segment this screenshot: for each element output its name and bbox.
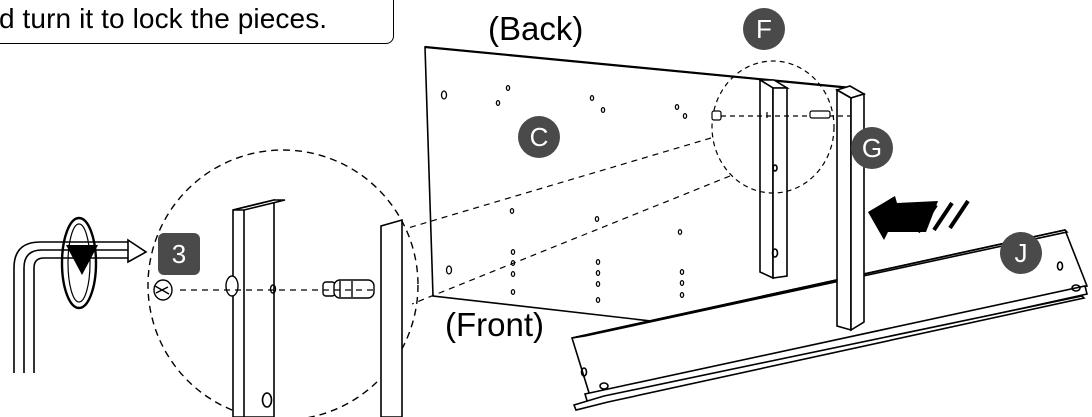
detail-callout-small bbox=[711, 60, 850, 194]
callout-dowel bbox=[225, 275, 375, 299]
part-badge-j: J bbox=[1000, 232, 1042, 274]
rail-f bbox=[757, 78, 790, 280]
step-badge: 3 bbox=[158, 233, 200, 275]
callout-panels bbox=[232, 198, 403, 417]
small-fittings bbox=[711, 110, 831, 121]
panel-c-holes bbox=[440, 84, 688, 304]
detail-callout-large bbox=[147, 149, 419, 417]
part-badge-g: G bbox=[851, 127, 893, 169]
front-label: (Front) bbox=[445, 306, 544, 343]
upright-g bbox=[834, 85, 867, 332]
cam-lock bbox=[153, 279, 173, 301]
hex-key-icon bbox=[13, 238, 148, 373]
part-badge-c: C bbox=[518, 116, 560, 158]
callout-leaders bbox=[407, 137, 731, 305]
motion-arrow-icon bbox=[868, 196, 970, 240]
rail-j bbox=[570, 229, 1089, 411]
instruction-box: d turn it to lock the pieces. bbox=[0, 0, 394, 44]
instruction-text: d turn it to lock the pieces. bbox=[0, 3, 328, 34]
back-label: (Back) bbox=[488, 10, 584, 47]
part-badge-f: F bbox=[743, 8, 785, 50]
rotate-arrow-icon bbox=[60, 216, 98, 310]
